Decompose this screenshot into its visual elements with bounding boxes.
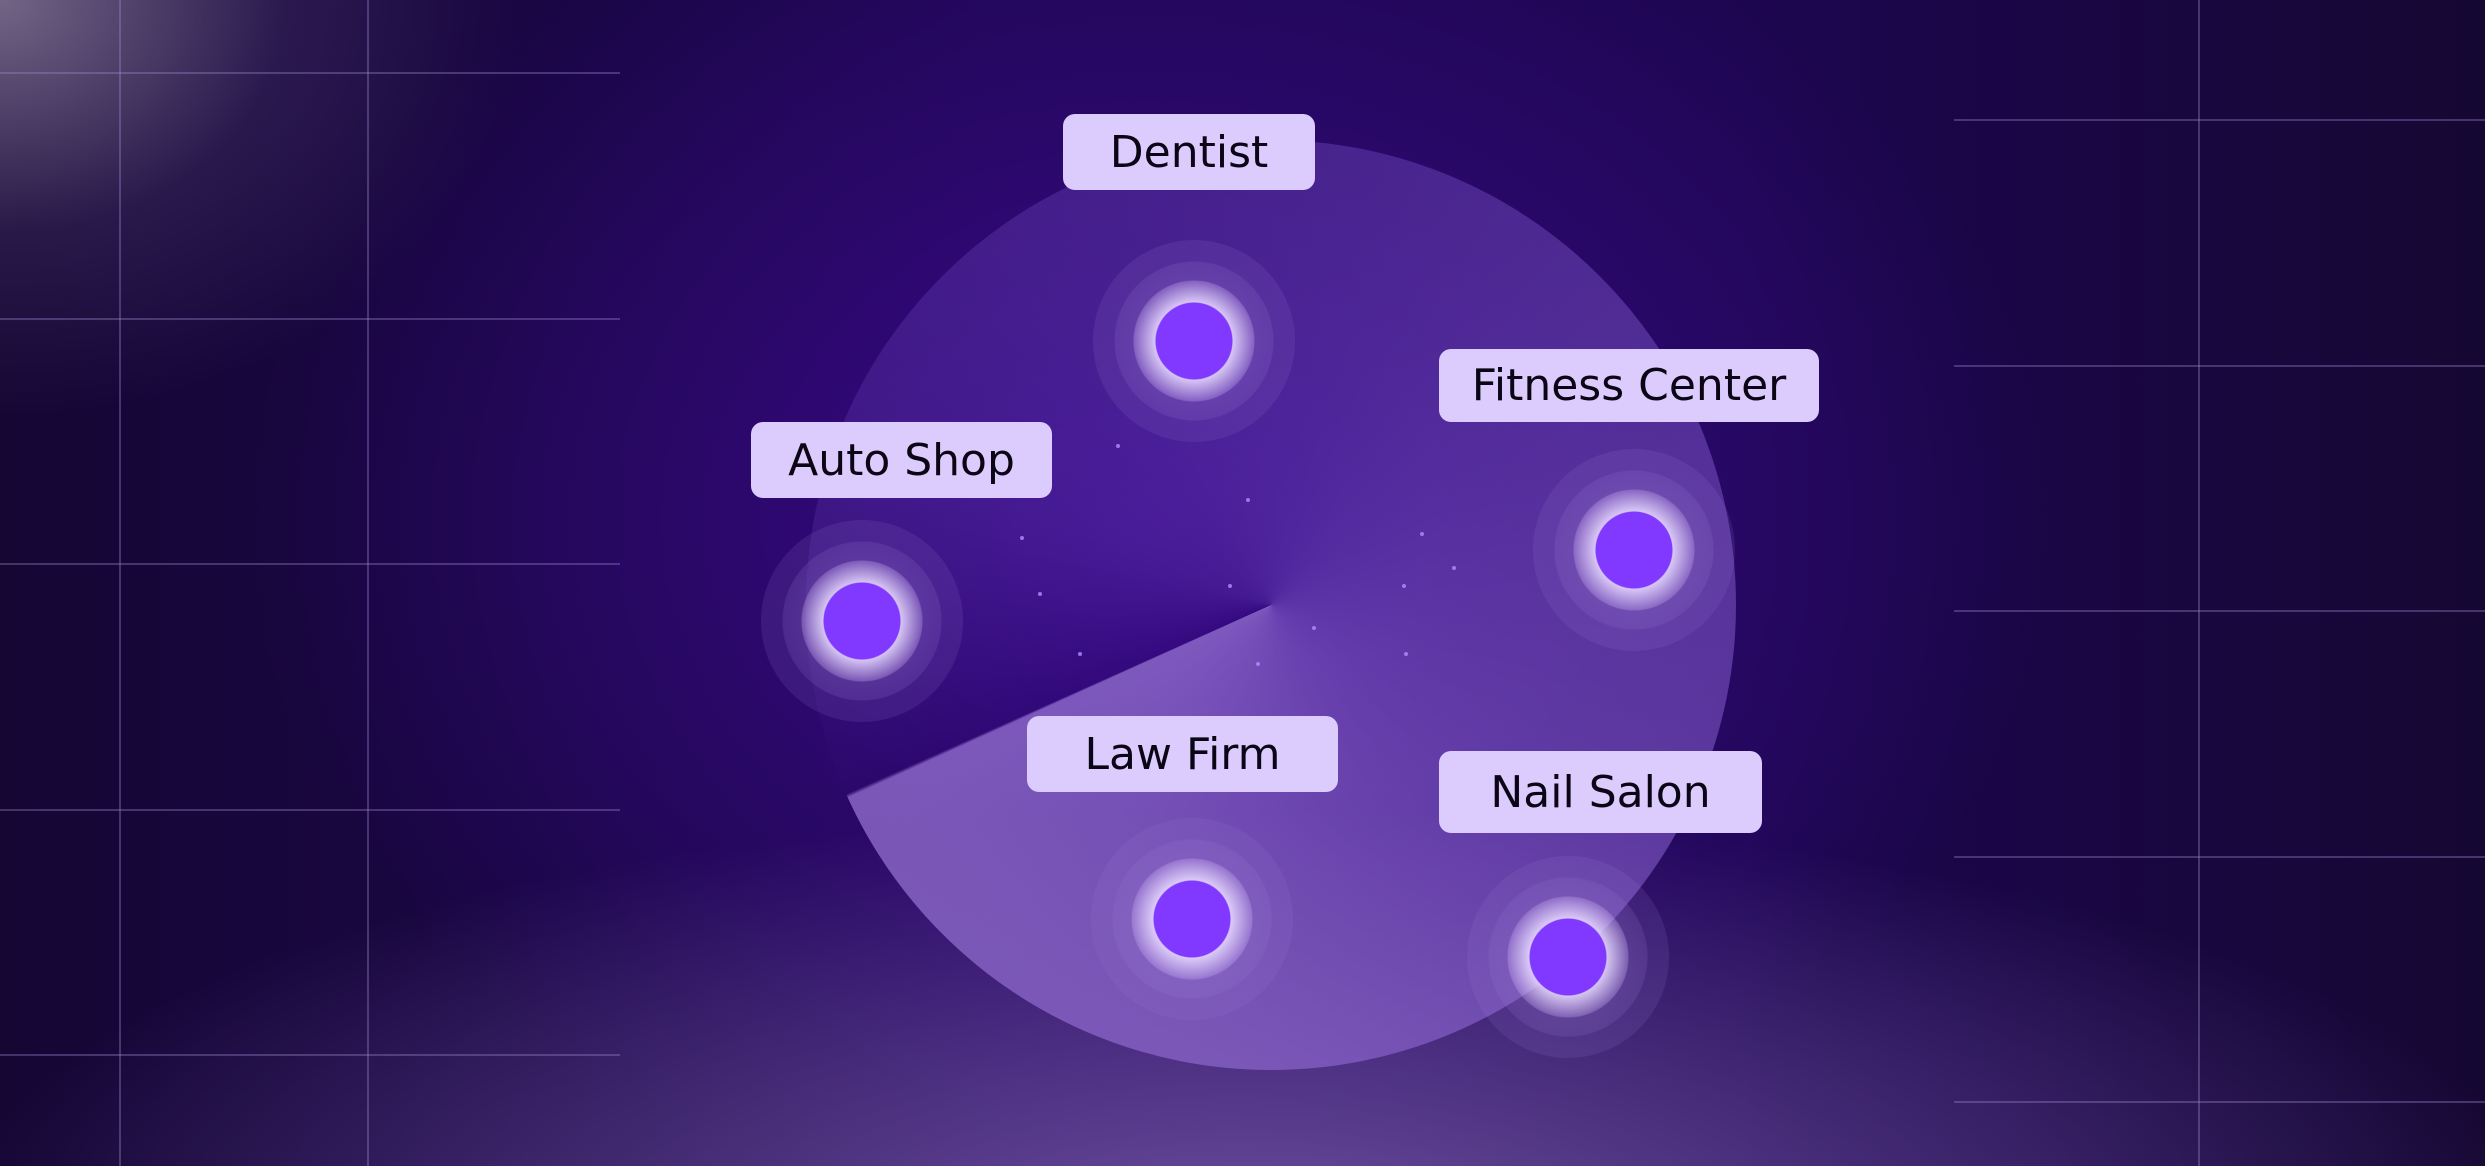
location-node-dentist: [1093, 240, 1295, 442]
label-law-firm: Law Firm: [1027, 716, 1338, 792]
location-dot: [1596, 512, 1672, 588]
location-dot: [1156, 303, 1232, 379]
label-fitness-center: Fitness Center: [1439, 349, 1819, 422]
location-dot: [824, 583, 900, 659]
location-node-auto-shop: [761, 520, 963, 722]
location-dot: [1530, 919, 1606, 995]
background-grid-left: [0, 0, 620, 1166]
location-dot: [1154, 881, 1230, 957]
location-node-fitness-center: [1533, 449, 1735, 651]
label-dentist: Dentist: [1063, 114, 1315, 190]
background-grid-right: [1954, 0, 2485, 1166]
label-auto-shop: Auto Shop: [751, 422, 1052, 498]
label-nail-salon: Nail Salon: [1439, 751, 1762, 833]
location-node-nail-salon: [1467, 856, 1669, 1058]
location-node-law-firm: [1091, 818, 1293, 1020]
